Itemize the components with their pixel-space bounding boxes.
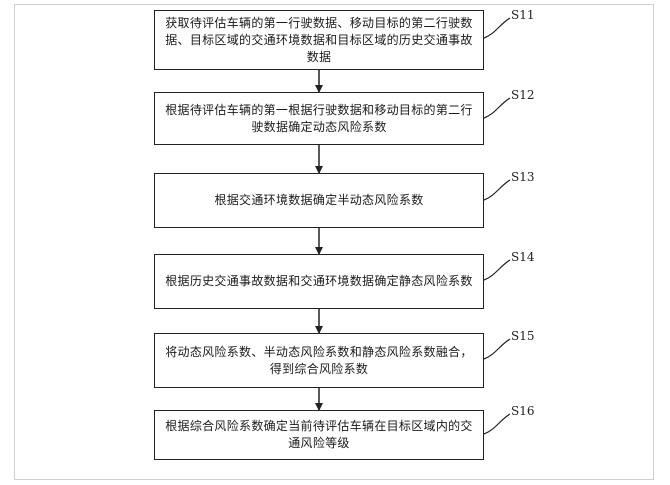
leader-curve-s16 (483, 413, 511, 435)
step-label-s16: S16 (511, 404, 535, 418)
leader-curve-s15 (483, 338, 511, 360)
step-box-s12: 根据待评估车辆的第一根据行驶数据和移动目标的第二行驶数据确定动态风险系数 (154, 92, 484, 145)
step-text-s16: 根据综合风险系数确定当前待评估车辆在目标区域内的交通风险等级 (165, 419, 473, 450)
step-text-s11: 获取待评估车辆的第一行驶数据、移动目标的第二行驶数据、目标区域的交通环境数据和目… (165, 15, 473, 64)
step-box-s14: 根据历史交通事故数据和交通环境数据确定静态风险系数 (154, 254, 484, 309)
leader-curve-s14 (483, 259, 511, 281)
step-box-s16: 根据综合风险系数确定当前待评估车辆在目标区域内的交通风险等级 (154, 410, 484, 460)
step-text-s15: 将动态风险系数、半动态风险系数和静态风险系数融合，得到综合风险系数 (165, 344, 473, 376)
leader-curve-s13 (483, 179, 511, 201)
step-label-s12: S12 (511, 88, 535, 102)
step-text-s14: 根据历史交通事故数据和交通环境数据确定静态风险系数 (165, 274, 473, 288)
leader-curve-s11 (483, 17, 511, 39)
leader-curve-s12 (483, 97, 511, 119)
step-text-s12: 根据待评估车辆的第一根据行驶数据和移动目标的第二行驶数据确定动态风险系数 (165, 102, 473, 134)
step-box-s13: 根据交通环境数据确定半动态风险系数 (154, 173, 484, 228)
step-label-s14: S14 (511, 250, 535, 264)
step-label-s11: S11 (511, 8, 535, 22)
step-box-s15: 将动态风险系数、半动态风险系数和静态风险系数融合，得到综合风险系数 (154, 333, 484, 388)
step-box-s11: 获取待评估车辆的第一行驶数据、移动目标的第二行驶数据、目标区域的交通环境数据和目… (154, 10, 484, 70)
image-frame (14, 4, 654, 480)
step-text-s13: 根据交通环境数据确定半动态风险系数 (214, 193, 424, 207)
step-label-s15: S15 (511, 329, 535, 343)
step-label-s13: S13 (511, 170, 535, 184)
